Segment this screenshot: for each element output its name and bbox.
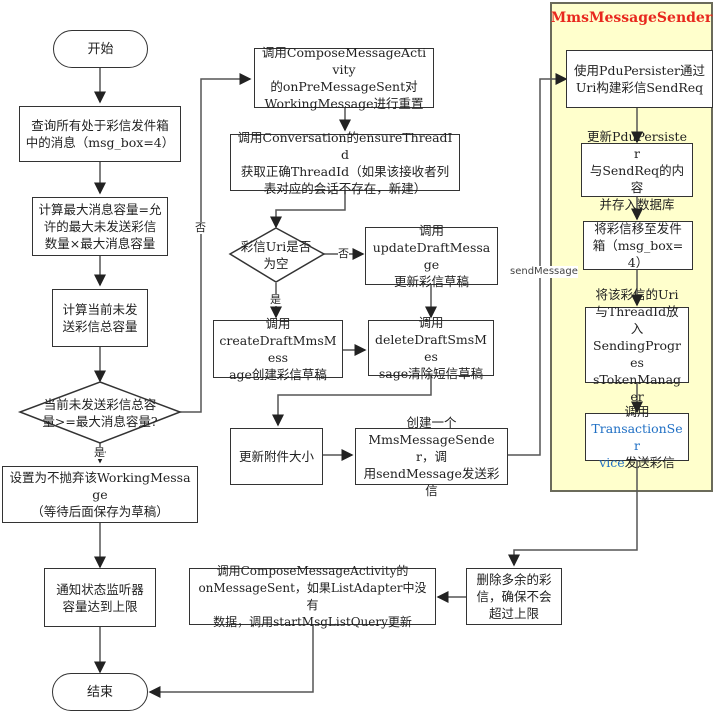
diamond-check-capacity [17,381,183,444]
edge-ensure-diamond [270,191,346,229]
update-draft-message-step: 调用 updateDraftMessage 更新彩信草稿 [365,223,498,289]
on-message-sent-step: 调用ComposeMessageActivity的 onMessageSent，… [189,564,436,629]
update-attachment-size-step: 更新附件大小 [230,428,323,485]
edge-label-yes-uri: 是 [270,293,281,306]
edge-transaction-delete [508,461,638,567]
call-suffix: 发送彩信 [624,455,675,470]
diamond-uri-empty [228,227,326,283]
move-to-outbox-step: 将彩信移至发件 箱（msg_box=4） [583,221,693,270]
edge-label-send-message: sendMessage [510,266,578,278]
edge-delete-attach [272,376,432,427]
on-pre-message-sent-step: 调用ComposeMessageActivity 的onPreMessageSe… [254,45,434,111]
start-terminal: 开始 [53,30,148,68]
update-pdu-persister-step: 更新PduPersister 与SendReq的内容 并存入数据库 [581,129,693,212]
calc-current-capacity-step: 计算当前未发 送彩信总容量 [52,289,148,347]
container-title: MmsMessageSender [550,10,713,26]
notify-listener-step: 通知状态监听器 容量达到上限 [44,568,156,627]
transaction-service-name: TransactionSer vice [591,421,683,470]
put-token-manager-step: 将该彩信的Uri 与ThreadId放入 SendingProgres sTok… [585,287,689,404]
edge-diamond-no [179,73,252,413]
end-terminal: 结束 [52,673,148,711]
delete-draft-sms-step: 调用 deleteDraftSmsMes sage清除短信草稿 [368,315,494,381]
check-capacity-text: 当前未发送彩信总容 量>=最大消息容量? [42,397,158,429]
keep-working-message-step: 设置为不抛弃该WorkingMessage （等待后面保存为草稿） [2,466,198,523]
call-transaction-service-step: 调用 TransactionSer vice发送彩信 [585,404,689,470]
create-sender-step: 创建一个 MmsMessageSender，调 用sendMessage发送彩信 [355,415,508,498]
edge-label-no-uri: 否 [338,247,349,260]
ensure-thread-id-step: 调用Conversation的ensureThreadId 获取正确Thread… [230,130,460,196]
edge-onsent-end [148,625,314,698]
uri-empty-text: 彩信Uri是否 为空 [240,239,312,271]
edge-label-yes-capacity: 是 [94,446,105,459]
calc-max-capacity-step: 计算最大消息容量=允 许的最大未发送彩信 数量×最大消息容量 [32,197,168,256]
build-sendreq-step: 使用PduPersister通过 Uri构建彩信SendReq [566,50,713,108]
edge-label-no-capacity: 否 [195,221,206,234]
create-draft-mms-step: 调用 createDraftMmsMess age创建彩信草稿 [213,316,343,382]
delete-extra-mms-step: 删除多余的彩 信，确保不会 超过上限 [466,568,562,625]
query-outbox-step: 查询所有处于彩信发件箱 中的消息（msg_box=4） [19,106,181,162]
call-prefix: 调用 [624,404,650,419]
